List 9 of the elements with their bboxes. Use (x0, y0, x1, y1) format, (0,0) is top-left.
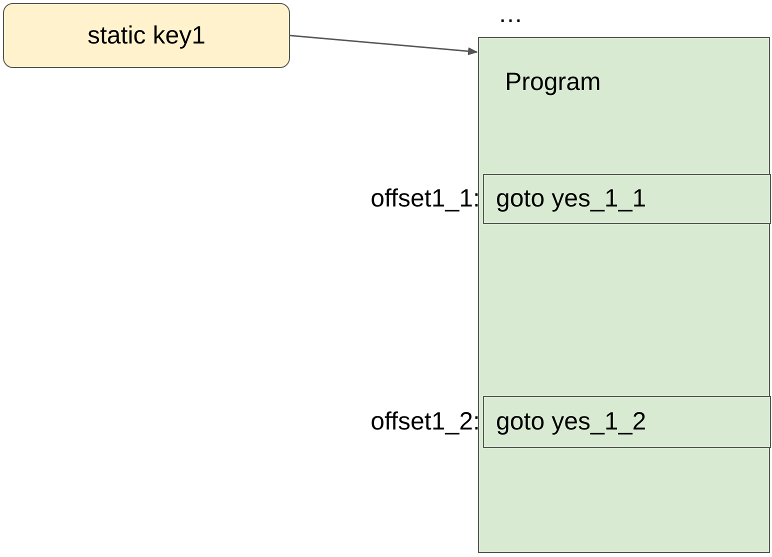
key-box (3, 3, 290, 68)
offset-label: offset1_1: (370, 184, 480, 214)
node-label: static key1 (87, 21, 206, 50)
arrow (290, 34, 478, 56)
ellipsis-text: … (498, 0, 523, 29)
block-title: Program (505, 68, 601, 97)
offset-label: offset1_2: (370, 408, 480, 436)
node-label: goto yes_1_2 (496, 408, 646, 436)
node-label: goto yes_1_1 (496, 184, 646, 214)
